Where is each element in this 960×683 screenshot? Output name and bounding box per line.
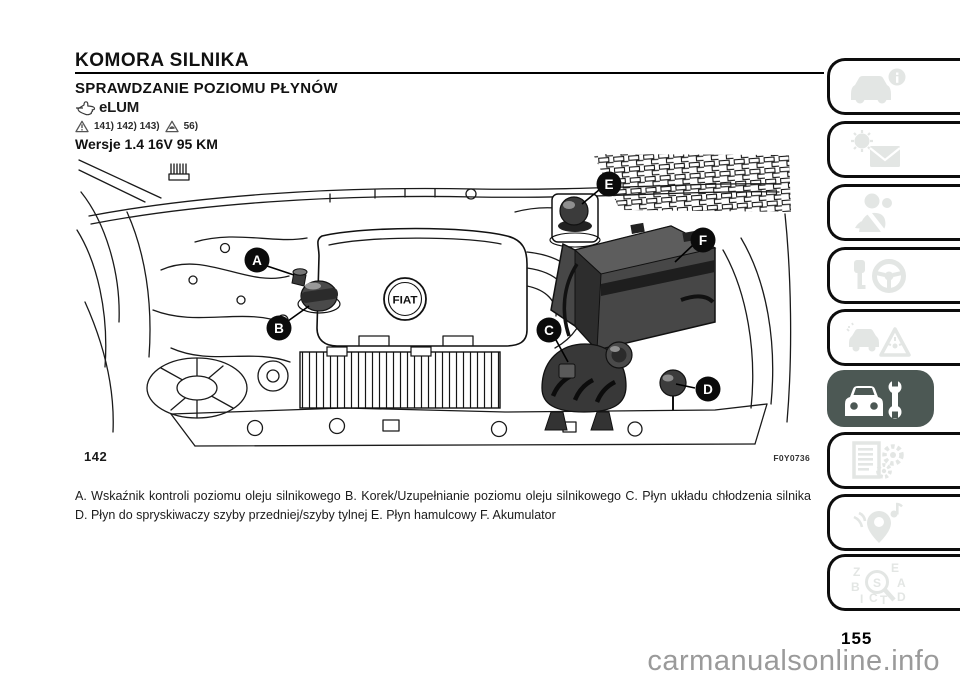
index-letter: D xyxy=(897,590,906,604)
callout-a: A xyxy=(244,247,270,273)
car-wrench-icon xyxy=(845,379,902,418)
callout-b: B xyxy=(266,315,292,341)
reference-notes: 141) 142) 143) 56) xyxy=(75,120,198,133)
left-fender-lines xyxy=(76,159,190,433)
svg-text:A: A xyxy=(252,253,262,268)
index-letter: I xyxy=(860,592,863,605)
page-number: 155 xyxy=(841,629,873,648)
sidebar-tab-vehicle-info[interactable] xyxy=(827,58,960,115)
sidebar-tab-safety[interactable] xyxy=(827,184,960,241)
callout-c: C xyxy=(536,317,562,343)
caution-triangle-icon xyxy=(164,120,179,133)
pointing-hand-icon xyxy=(76,100,96,115)
oil-filler-cap xyxy=(297,280,341,314)
sidebar-tab-starting-driving[interactable] xyxy=(827,247,960,304)
elum-logo: eLUM xyxy=(99,99,140,116)
cowl-bar xyxy=(88,183,782,225)
engine-bay-figure: FIAT xyxy=(75,152,795,448)
svg-text:F: F xyxy=(699,233,707,248)
warning-triangle-icon xyxy=(75,120,89,133)
engine-bay-drawing: FIAT xyxy=(76,154,792,447)
index-letter: E xyxy=(891,561,899,575)
callout-e: E xyxy=(596,171,622,197)
engine-ribbed-block xyxy=(299,351,501,409)
callout-f: F xyxy=(690,227,716,253)
front-panel xyxy=(170,403,768,447)
section-title: SPRAWDZANIE POZIOMU PŁYNÓW xyxy=(75,80,338,97)
figure-code: F0Y0736 xyxy=(773,453,810,463)
index-letter: Z xyxy=(853,565,860,579)
fiat-badge-text: FIAT xyxy=(393,295,418,307)
svg-text:C: C xyxy=(544,323,554,338)
vent-grille xyxy=(593,154,791,212)
sidebar-tab-warning-lights[interactable] xyxy=(827,121,960,178)
key-steering-wheel-icon xyxy=(854,258,906,293)
index-letter: A xyxy=(897,576,906,590)
svg-text:B: B xyxy=(274,321,284,336)
brake-fluid-reservoir xyxy=(549,193,601,248)
svg-text:D: D xyxy=(703,382,713,397)
document-gears-icon xyxy=(852,440,904,479)
watermark: carmanualsonline.info xyxy=(647,645,940,677)
svg-text:E: E xyxy=(604,177,613,192)
callout-d: D xyxy=(695,376,721,402)
elum-reference: eLUM xyxy=(75,99,139,116)
sidebar-tab-multimedia[interactable] xyxy=(827,494,960,551)
washer-fluid-cap xyxy=(659,369,687,410)
page-title: KOMORA SILNIKA xyxy=(75,50,250,71)
title-underline xyxy=(75,72,824,74)
sidebar-tab-emergency[interactable] xyxy=(827,309,960,366)
index-magnifier-icon: Z E B A I C T D S xyxy=(851,561,906,605)
sidebar-tab-index[interactable]: Z E B A I C T D S xyxy=(827,554,960,611)
battery xyxy=(550,222,717,352)
figure-number: 142 xyxy=(84,449,108,464)
oil-dipstick xyxy=(291,268,308,287)
car-warning-triangle-icon xyxy=(846,322,911,357)
air-filter-housing xyxy=(146,357,289,419)
index-letter: T xyxy=(880,593,888,605)
warning-lights-envelope-icon xyxy=(851,129,901,167)
multimedia-navigation-icon xyxy=(853,502,903,543)
callout-leaders xyxy=(266,189,696,389)
sidebar-tab-technical-data[interactable] xyxy=(827,432,960,489)
caution-refs: 56) xyxy=(183,121,199,132)
seatbelt-person-icon xyxy=(855,193,892,233)
index-letter: S xyxy=(873,576,881,590)
fiat-badge: FIAT xyxy=(383,277,427,321)
sidebar-tab-servicing[interactable] xyxy=(827,370,934,427)
warning-refs: 141) 142) 143) xyxy=(94,121,160,132)
car-info-icon xyxy=(851,68,906,103)
index-letter: B xyxy=(851,580,860,594)
engine-version-label: Wersje 1.4 16V 95 KM xyxy=(75,136,218,152)
right-fender-lines xyxy=(722,213,792,423)
coolant-reservoir xyxy=(541,341,633,431)
index-letter: C xyxy=(869,591,878,605)
figure-caption: A. Wskaźnik kontroli poziomu oleju silni… xyxy=(75,489,811,523)
